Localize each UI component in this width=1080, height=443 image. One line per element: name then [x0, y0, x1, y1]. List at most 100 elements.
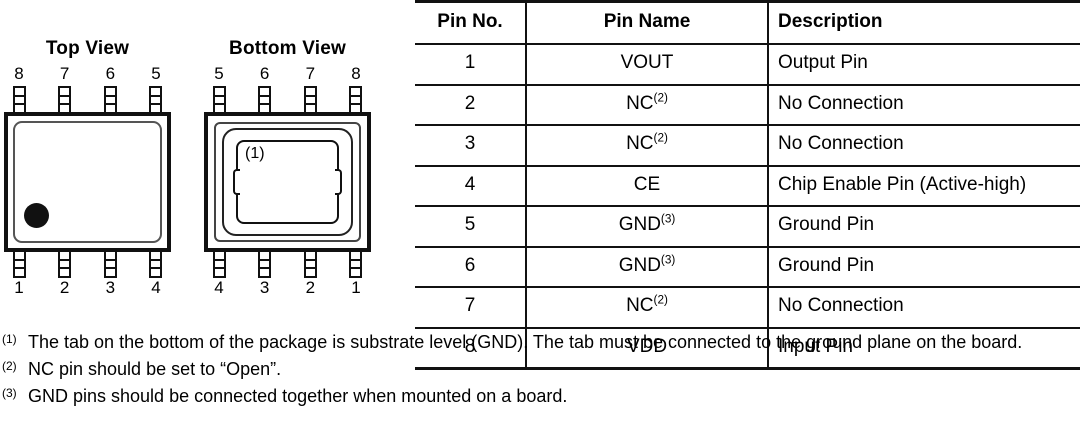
- pin-number-label: 1: [14, 278, 24, 297]
- pin-number-label: 3: [105, 278, 116, 297]
- cell-description: No Connection: [768, 83, 1080, 126]
- cell-description: Ground Pin: [768, 245, 1080, 288]
- package-body-inner-ring: [222, 128, 353, 236]
- top-view-upper-pin-numbers: 8 7 6 5: [0, 64, 175, 84]
- cell-pin-name: NC(2): [526, 83, 769, 126]
- cell-pin-name: NC(2): [526, 124, 769, 167]
- pin-lead: [303, 86, 317, 114]
- column-header-pin-no: Pin No.: [415, 0, 527, 45]
- top-view-title: Top View: [45, 38, 130, 59]
- cell-pin-no: 1: [415, 43, 527, 86]
- bottom-view-lower-pin-numbers: 4 3 2 1: [200, 278, 375, 298]
- pin-number-label: 8: [351, 64, 361, 83]
- top-view-lower-pin-numbers: 1 2 3 4: [0, 278, 175, 298]
- footnote-marker: (2): [2, 359, 17, 373]
- top-view-package-body: [4, 112, 171, 252]
- lead-slot: [254, 86, 276, 114]
- cell-pin-no: 8: [415, 326, 527, 370]
- footnote: (3)GND pins should be connected together…: [2, 383, 1078, 409]
- package-body-inner-outline: [13, 121, 162, 243]
- pin-lead: [12, 250, 26, 278]
- cell-description: Output Pin: [768, 43, 1080, 86]
- cell-pin-no: 3: [415, 124, 527, 167]
- cell-pin-no: 6: [415, 245, 527, 288]
- cell-pin-no: 7: [415, 286, 527, 329]
- pin-lead: [58, 86, 72, 114]
- bottom-view-title: Bottom View: [229, 38, 346, 59]
- top-view-lower-leads: [0, 250, 175, 278]
- pin-lead: [149, 86, 163, 114]
- footnote-text: NC pin should be set to “Open”.: [28, 359, 282, 379]
- top-view-upper-leads: [0, 86, 175, 114]
- lead-slot: [145, 250, 167, 278]
- table-header-row: Pin No. Pin Name Description: [415, 0, 1080, 45]
- lead-slot: [8, 250, 30, 278]
- lead-slot: [345, 250, 367, 278]
- cell-pin-name: VDD: [526, 326, 769, 370]
- column-header-pin-name: Pin Name: [526, 0, 769, 45]
- cell-description: Ground Pin: [768, 205, 1080, 248]
- lead-slot: [299, 250, 321, 278]
- footnote-text: The tab on the bottom of the package is …: [28, 332, 1023, 352]
- cell-description: No Connection: [768, 286, 1080, 329]
- top-view-diagram: Top View 8 7 6 5 1 2 3 4: [0, 0, 175, 325]
- pin-lead: [212, 86, 226, 114]
- lead-slot: [99, 86, 121, 114]
- lead-slot: [208, 250, 230, 278]
- lead-slot: [8, 86, 30, 114]
- cell-pin-no: 5: [415, 205, 527, 248]
- thermal-tab-pad: (1): [233, 140, 342, 224]
- pin-lead: [12, 86, 26, 114]
- bottom-view-lower-leads: [200, 250, 375, 278]
- footnotes-section: (1) The tab on the bottom of the package …: [2, 329, 1078, 410]
- footnote-reference: (2): [653, 131, 668, 145]
- tab-notch-left: [233, 169, 240, 195]
- pin-lead: [103, 86, 117, 114]
- pin-1-dot-marker-icon: [24, 203, 49, 228]
- cell-pin-no: 4: [415, 164, 527, 207]
- pin-number-label: 4: [214, 278, 224, 297]
- pin-lead: [349, 86, 363, 114]
- pin-number-label: 3: [259, 278, 270, 297]
- cell-description: Chip Enable Pin (Active-high): [768, 164, 1080, 207]
- pin-number-label: 6: [105, 64, 116, 83]
- pin-number-label: 5: [214, 64, 224, 83]
- pin-lead: [258, 250, 272, 278]
- cell-pin-name: VOUT: [526, 43, 769, 86]
- pin-number-label: 7: [305, 64, 316, 83]
- pin-lead: [303, 250, 317, 278]
- tab-footnote-label: (1): [245, 145, 265, 162]
- lead-slot: [254, 250, 276, 278]
- lead-slot: [99, 250, 121, 278]
- footnote: (2) NC pin should be set to “Open”.: [2, 356, 1078, 382]
- pin-lead: [149, 250, 163, 278]
- lead-slot: [345, 86, 367, 114]
- bottom-view-upper-leads: [200, 86, 375, 114]
- package-diagrams: Top View 8 7 6 5 1 2 3 4: [0, 0, 410, 325]
- bottom-view-diagram: Bottom View 5 6 7 8 (1): [200, 0, 375, 325]
- pin-number-label: 1: [351, 278, 361, 297]
- footnote-reference: (3): [660, 253, 676, 267]
- pin-number-label: 7: [59, 64, 70, 83]
- pin-number-label: 8: [14, 64, 24, 83]
- pin-number-label: 2: [305, 278, 316, 297]
- footnote-reference: (3): [660, 212, 676, 226]
- column-header-description: Description: [768, 0, 1080, 45]
- cell-pin-name: CE: [526, 164, 769, 207]
- lead-slot: [145, 86, 167, 114]
- footnote-marker: (1): [2, 332, 17, 346]
- cell-pin-name: NC(2): [526, 286, 769, 329]
- lead-slot: [54, 250, 76, 278]
- package-body-outer-ring: [214, 122, 361, 242]
- lead-slot: [208, 86, 230, 114]
- cell-description: No Connection: [768, 124, 1080, 167]
